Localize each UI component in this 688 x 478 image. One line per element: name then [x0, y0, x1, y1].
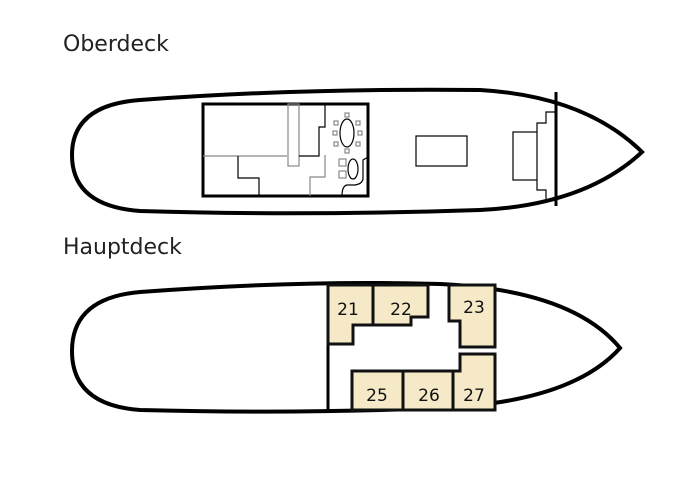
cabin-26[interactable]: 26 [401, 369, 455, 412]
coffee-table [347, 158, 359, 180]
main-deck-title: Hauptdeck [63, 235, 182, 260]
upper-deck [69, 87, 645, 216]
dining-table [339, 118, 355, 148]
chairs [332, 112, 363, 154]
salon-area [201, 102, 370, 198]
wall [309, 155, 326, 196]
wall [536, 111, 556, 132]
upper-deck-title: Oberdeck [63, 32, 169, 57]
armchair [338, 170, 347, 179]
wall [536, 180, 556, 201]
wall [299, 104, 326, 157]
wheelhouse [512, 131, 538, 181]
main-deck: 21 22 23 25 26 27 [69, 281, 623, 414]
skylight [415, 135, 468, 167]
wall [237, 156, 260, 196]
armchair [338, 158, 347, 167]
upper-deck-hull [69, 87, 645, 216]
cabin-25[interactable]: 25 [350, 369, 405, 412]
cabin-27[interactable]: 27 [451, 352, 497, 412]
wall [341, 156, 369, 197]
column [287, 103, 300, 167]
